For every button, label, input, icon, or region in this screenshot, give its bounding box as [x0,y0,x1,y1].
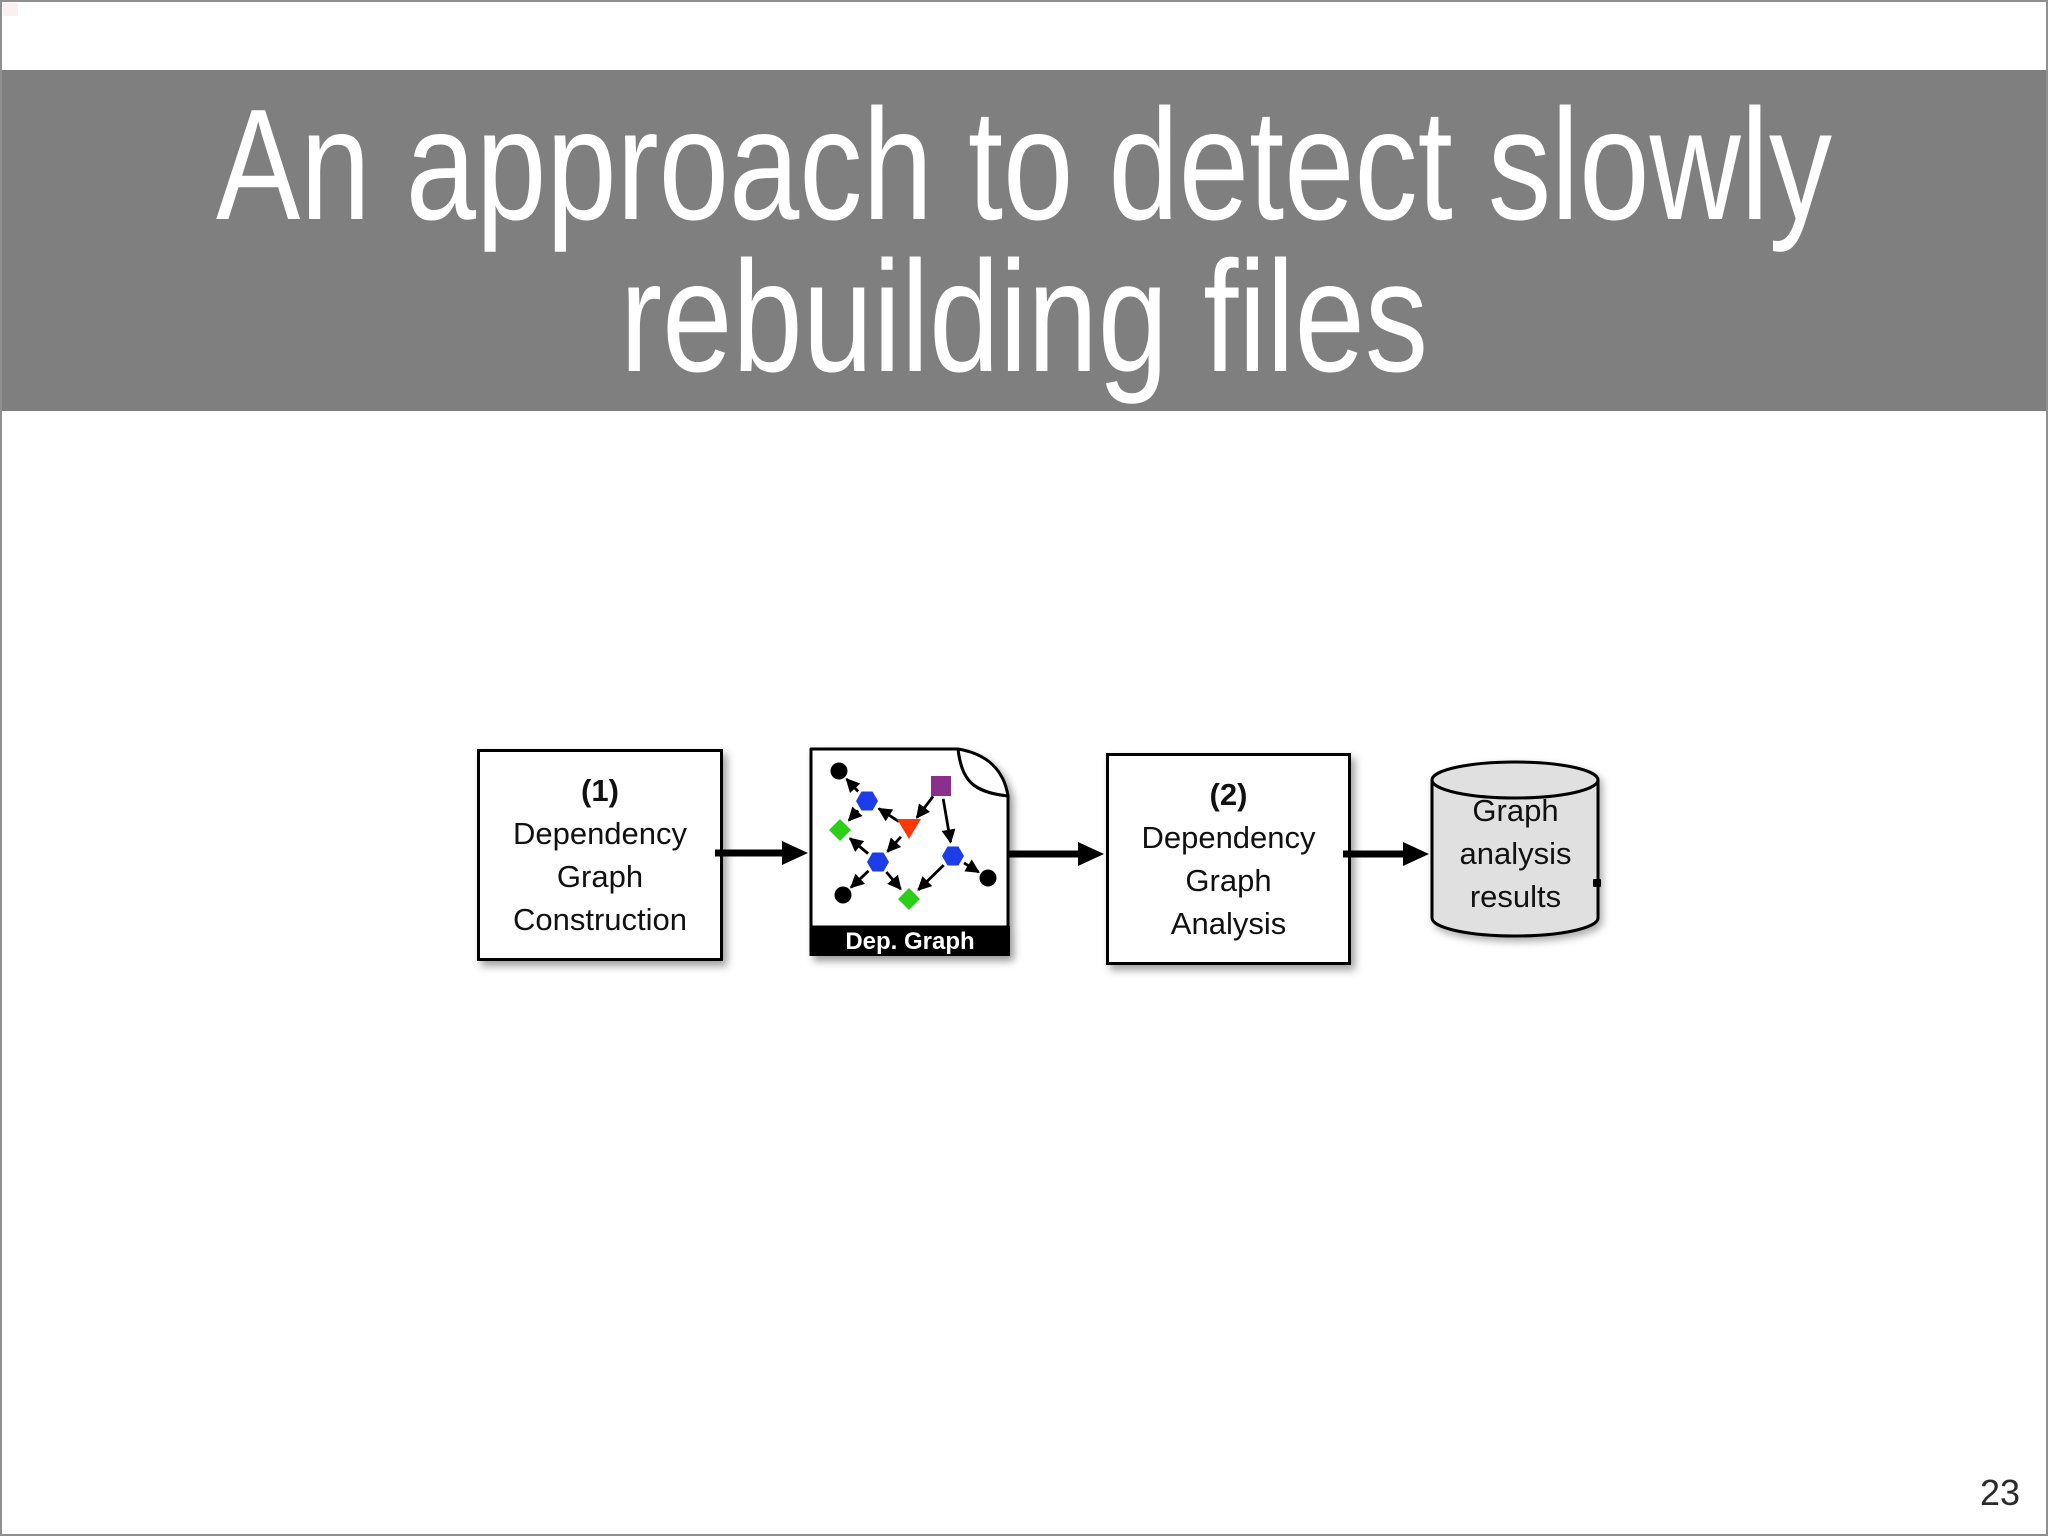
cylinder-edge-nub [1593,879,1601,887]
step2-line: Dependency [1141,820,1316,855]
graph-edge [915,795,935,819]
step1-line: Graph [556,859,644,894]
graph-node-diamond [898,888,920,910]
file-label-bar [809,926,1010,956]
dep-graph-file-icon: Dep. Graph [809,747,1010,956]
step2-box: (2) Dependency Graph Analysis [1106,753,1351,965]
graph-edge [845,778,861,794]
graph-edge [963,859,980,874]
cylinder-body [1430,780,1600,938]
flow-arrow-2 [1008,842,1104,866]
step1-line: Construction [512,902,688,937]
cylinder-top [1430,760,1600,800]
graph-node-hexagon [867,852,889,872]
graph-edge [917,864,945,891]
graph-node-diamond [829,819,851,841]
flow-arrow-1 [715,841,808,865]
graph-node-hexagon [942,846,964,866]
corner-smudge [3,3,18,16]
file-label: Dep. Graph [845,928,974,955]
graph-edge [849,869,870,889]
graph-edge [877,807,900,823]
results-label: Graph analysis results [1431,760,1600,939]
results-line: analysis [1459,836,1572,871]
folded-corner [956,747,1010,798]
graph-node-circle [834,886,852,904]
graph-edge [848,837,869,855]
slide-title-line1: An approach to detect slowly [215,76,1833,253]
step1-line: Dependency [512,816,688,851]
dependency-graph [829,762,997,910]
step2-number: (2) [1209,777,1248,812]
graph-node-square [931,776,951,796]
graph-node-hexagon [856,791,878,811]
results-cylinder [1430,760,1600,938]
results-line: results [1469,879,1562,914]
graph-edge [886,835,902,853]
results-line: Graph [1472,793,1559,828]
step1-box: (1) Dependency Graph Construction [477,749,723,961]
graph-edge [885,871,902,891]
step2-line: Graph [1185,863,1272,898]
graph-edge [941,798,956,844]
slide-title: An approach to detect slowly rebuilding … [215,76,1833,405]
slide-title-line2: rebuilding files [619,228,1429,405]
graph-node-circle [979,869,997,887]
step2-line: Analysis [1170,906,1287,941]
graph-node-triangle [897,819,921,839]
graph-node-circle [830,762,848,780]
graph-edge [847,806,863,822]
step1-number: (1) [581,773,619,808]
title-banner: An approach to detect slowly rebuilding … [2,70,2046,411]
page-number: 23 [1979,1472,2020,1513]
flow-arrow-3 [1343,842,1429,866]
